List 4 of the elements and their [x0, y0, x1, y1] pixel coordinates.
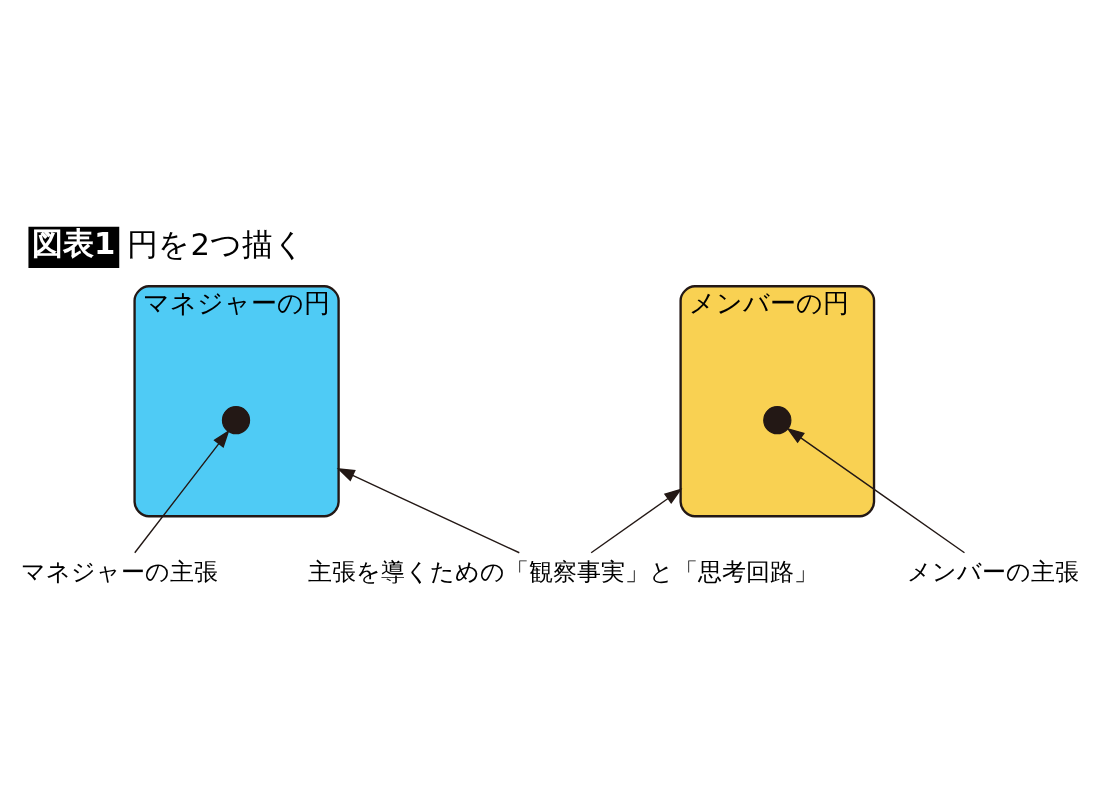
diagram-title: 図表1 円を2つ描く [31, 225, 306, 262]
node-text: マネジャーの主張 [20, 557, 218, 586]
node-text: メンバーの主張 [907, 557, 1080, 586]
node-text: 主張を導くための「観察事実」と「思考回路」 [307, 557, 818, 586]
